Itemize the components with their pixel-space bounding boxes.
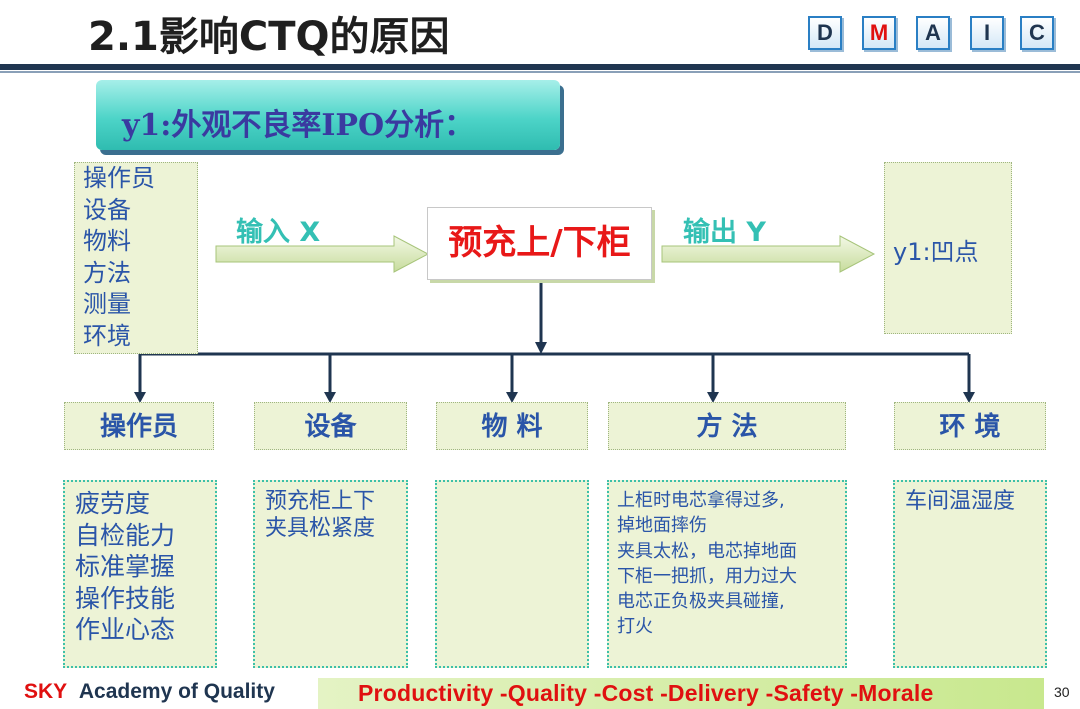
input-item: 设备	[83, 195, 131, 224]
drop-arrowhead-1	[134, 392, 146, 403]
detail-item: 标准掌握	[75, 552, 176, 581]
details-environment: 车间温湿度	[893, 480, 1047, 668]
page-number: 30	[1054, 684, 1070, 700]
header-divider-thin	[0, 71, 1080, 73]
input-item: 环境	[83, 321, 131, 350]
dmaic-a-tile: A	[916, 16, 950, 50]
detail-item: 掉地面摔伤	[617, 515, 707, 537]
input-item: 方法	[83, 258, 131, 287]
detail-item: 电芯正负极夹具碰撞,	[617, 591, 785, 613]
input-arrow-shape	[215, 235, 430, 273]
header-divider	[0, 64, 1080, 70]
detail-item: 操作技能	[75, 583, 176, 613]
details-method: 上柜时电芯拿得过多, 掉地面摔伤 夹具太松，电芯掉地面 下柜一把抓，用力过大 电…	[607, 480, 847, 668]
dmaic-c-tile: C	[1020, 16, 1054, 50]
detail-item: 预充柜上下	[265, 489, 376, 514]
drop-arrowhead-3	[506, 392, 518, 403]
output-arrow-label: 输出 Y	[683, 217, 766, 248]
input-item: 物料	[83, 227, 131, 255]
output-arrow-shape	[661, 235, 876, 273]
detail-item: 自检能力	[75, 520, 176, 550]
drop-arrowhead-2	[324, 392, 336, 403]
ipo-banner-text: y1:外观不良率IPO分析：	[122, 108, 475, 143]
detail-item: 车间温湿度	[905, 489, 1016, 514]
output-box	[884, 162, 1012, 334]
detail-item: 夹具松紧度	[265, 516, 376, 541]
footer-slogan: Productivity -Quality -Cost -Delivery -S…	[358, 680, 934, 706]
footer-sky: SKY	[24, 680, 68, 703]
input-arrow-label: 输入 X	[236, 217, 321, 248]
input-item: 操作员	[83, 164, 155, 192]
details-equipment: 预充柜上下 夹具松紧度	[253, 480, 408, 668]
footer-bar	[318, 678, 1044, 709]
dmaic-i-tile: I	[970, 16, 1004, 50]
footer-brand: SKY Academy of Quality	[24, 680, 275, 704]
detail-item: 作业心态	[75, 615, 176, 644]
page-title: 2.1影响CTQ的原因	[88, 14, 450, 60]
input-item: 测量	[83, 290, 131, 318]
footer-academy: Academy of Quality	[78, 680, 275, 703]
details-operator: 疲劳度 自检能力 标准掌握 操作技能 作业心态	[63, 480, 217, 668]
dmaic-d-tile: D	[808, 16, 842, 50]
detail-item: 夹具太松，电芯掉地面	[617, 540, 797, 562]
dmaic-m-tile: M	[862, 16, 896, 50]
category-operator: 操作员	[64, 402, 214, 450]
output-item: y1:凹点	[893, 238, 979, 266]
drop-arrowhead-5	[963, 392, 975, 403]
category-equipment: 设备	[254, 402, 407, 450]
process-down-arrowhead	[535, 342, 547, 354]
category-method: 方 法	[608, 402, 846, 450]
process-box: 预充上/下柜	[427, 207, 652, 280]
detail-item: 打火	[617, 616, 653, 638]
drop-arrowhead-4	[707, 392, 719, 403]
ipo-banner	[96, 80, 560, 150]
inputs-list: 操作员 设备 物料 方法 测量 环境	[74, 162, 198, 354]
detail-item: 上柜时电芯拿得过多,	[617, 490, 785, 511]
category-environment: 环 境	[894, 402, 1046, 450]
detail-item: 下柜一把抓，用力过大	[617, 565, 797, 587]
details-material	[435, 480, 589, 668]
detail-item: 疲劳度	[75, 489, 151, 518]
category-material: 物 料	[436, 402, 588, 450]
